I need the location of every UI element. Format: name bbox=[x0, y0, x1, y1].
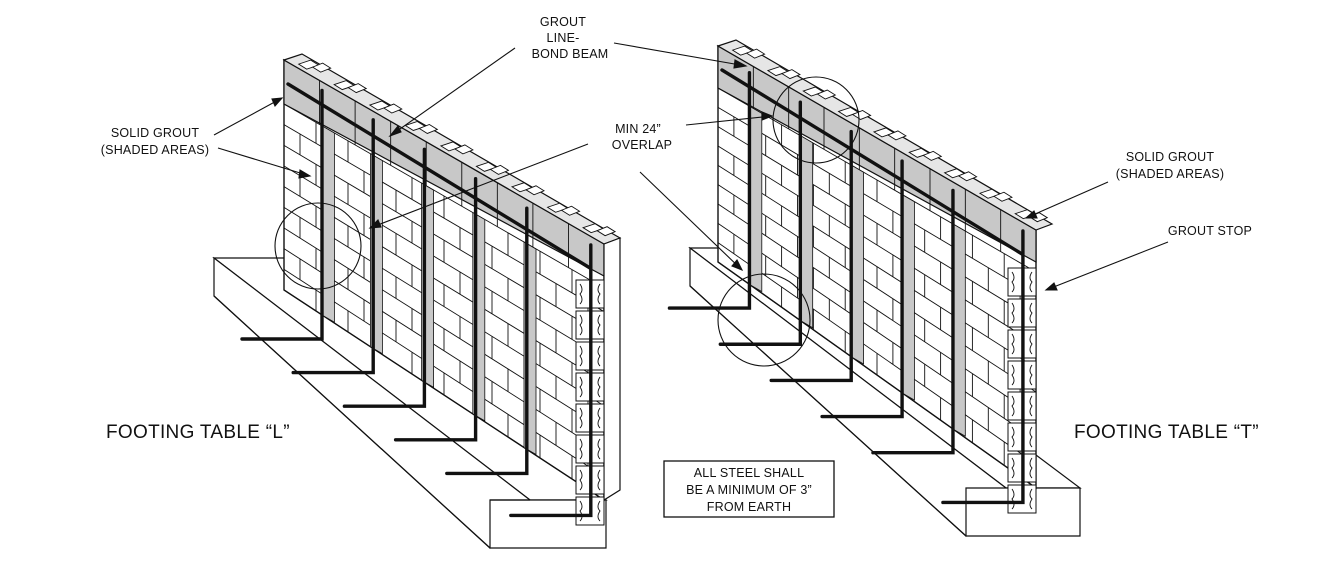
grout-line-label-2: LINE- bbox=[547, 31, 580, 45]
end-block-core bbox=[579, 500, 601, 522]
right-top-cells bbox=[731, 45, 1049, 223]
course-line bbox=[717, 145, 1037, 345]
note-line-2: BE A MINIMUM OF 3” bbox=[686, 483, 812, 497]
vertical-rebar bbox=[667, 71, 752, 310]
end-block-core bbox=[579, 376, 601, 398]
top-cell bbox=[596, 226, 617, 237]
course-line bbox=[717, 106, 1037, 297]
vertical-rebar bbox=[240, 88, 324, 341]
solid-grout-left-label-1: SOLID GROUT bbox=[111, 126, 199, 140]
annotation-labels: GROUT LINE- BOND BEAM SOLID GROUT (SHADE… bbox=[101, 15, 1259, 443]
right-rebar bbox=[667, 68, 1025, 505]
top-cell bbox=[347, 83, 368, 94]
end-block-core bbox=[579, 314, 601, 336]
vertical-rebar bbox=[871, 188, 955, 455]
vertical-rebar bbox=[342, 147, 427, 408]
note-line-3: FROM EARTH bbox=[707, 500, 791, 514]
grout-line-label-1: GROUT bbox=[540, 15, 586, 29]
top-cell bbox=[311, 62, 332, 73]
vertical-rebar bbox=[393, 177, 478, 442]
grout-column bbox=[321, 125, 335, 323]
top-cell bbox=[886, 130, 907, 141]
steel-clearance-note: ALL STEEL SHALL BE A MINIMUM OF 3” FROM … bbox=[663, 460, 835, 518]
top-cell bbox=[922, 150, 943, 161]
end-block-core bbox=[1011, 488, 1033, 510]
grout-column bbox=[952, 223, 966, 437]
grout-column bbox=[749, 105, 763, 293]
right-bottom-detail-circle bbox=[717, 273, 811, 367]
course-line bbox=[717, 184, 1037, 393]
footing-table-t-title: FOOTING TABLE “T” bbox=[1074, 422, 1259, 443]
end-block-core bbox=[1011, 364, 1033, 386]
right-grout-columns bbox=[749, 105, 966, 437]
top-cell bbox=[525, 185, 545, 196]
vertical-rebar bbox=[718, 100, 803, 346]
left-wall-face bbox=[282, 53, 622, 526]
bond-beam-rebar bbox=[720, 68, 1024, 256]
vertical-rebar bbox=[820, 159, 904, 419]
end-block-core bbox=[1011, 302, 1033, 324]
left-wall-assembly bbox=[212, 53, 622, 549]
course-line bbox=[283, 165, 605, 360]
left-top-cells bbox=[297, 59, 617, 237]
left-detail-circle bbox=[274, 202, 362, 290]
grout-column bbox=[851, 164, 864, 365]
vertical-rebar bbox=[941, 229, 1025, 505]
end-block-core bbox=[579, 345, 601, 367]
vertical-rebar bbox=[769, 129, 853, 383]
top-cell bbox=[560, 205, 581, 216]
note-box bbox=[663, 460, 835, 518]
top-cell bbox=[957, 171, 978, 182]
left-footing bbox=[212, 256, 608, 549]
end-block-core bbox=[579, 469, 601, 491]
note-line-1: ALL STEEL SHALL bbox=[694, 466, 804, 480]
top-cell bbox=[489, 164, 510, 175]
end-block-core bbox=[1011, 271, 1033, 293]
solid-grout-left-label-2: (SHADED AREAS) bbox=[101, 143, 209, 157]
top-cell bbox=[382, 103, 403, 114]
left-rebar bbox=[240, 82, 593, 518]
solid-grout-right-label-1: SOLID GROUT bbox=[1126, 150, 1214, 164]
top-cell bbox=[418, 123, 439, 134]
course-line bbox=[283, 289, 605, 501]
vertical-rebar bbox=[291, 118, 375, 375]
top-cell bbox=[851, 109, 872, 120]
course-line bbox=[283, 206, 605, 407]
leader-lines bbox=[213, 42, 1169, 291]
bond-beam-rebar bbox=[286, 82, 592, 270]
top-cell bbox=[453, 144, 474, 155]
grout-line-label-3: BOND BEAM bbox=[532, 47, 609, 61]
vertical-rebar bbox=[445, 206, 529, 476]
grout-column bbox=[902, 194, 915, 401]
vertical-rebar bbox=[509, 243, 593, 518]
grout-column bbox=[800, 135, 814, 329]
right-top-detail-circle bbox=[772, 76, 860, 164]
end-block-core bbox=[1011, 333, 1033, 355]
grout-stop-label: GROUT STOP bbox=[1168, 224, 1252, 238]
end-block-core bbox=[1011, 426, 1033, 448]
overlap-label-1: MIN 24” bbox=[615, 122, 661, 136]
course-line bbox=[283, 124, 605, 312]
overlap-label-2: OVERLAP bbox=[612, 138, 672, 152]
top-cell bbox=[992, 191, 1013, 202]
solid-grout-right-label-2: (SHADED AREAS) bbox=[1116, 167, 1224, 181]
end-block-core bbox=[579, 438, 601, 460]
footing-table-l-title: FOOTING TABLE “L” bbox=[106, 422, 290, 443]
right-block-courses bbox=[717, 66, 1037, 489]
end-block-core bbox=[1011, 457, 1033, 479]
top-cell bbox=[780, 69, 801, 80]
end-block-core bbox=[579, 407, 601, 429]
course-line bbox=[717, 261, 1037, 489]
end-block-core bbox=[579, 283, 601, 305]
course-line bbox=[717, 222, 1037, 441]
end-block-core bbox=[1011, 395, 1033, 417]
right-wall-face bbox=[716, 39, 1054, 514]
right-wall-assembly bbox=[667, 39, 1082, 537]
top-cell bbox=[745, 48, 766, 59]
course-line bbox=[283, 248, 605, 454]
top-cell bbox=[816, 89, 837, 100]
